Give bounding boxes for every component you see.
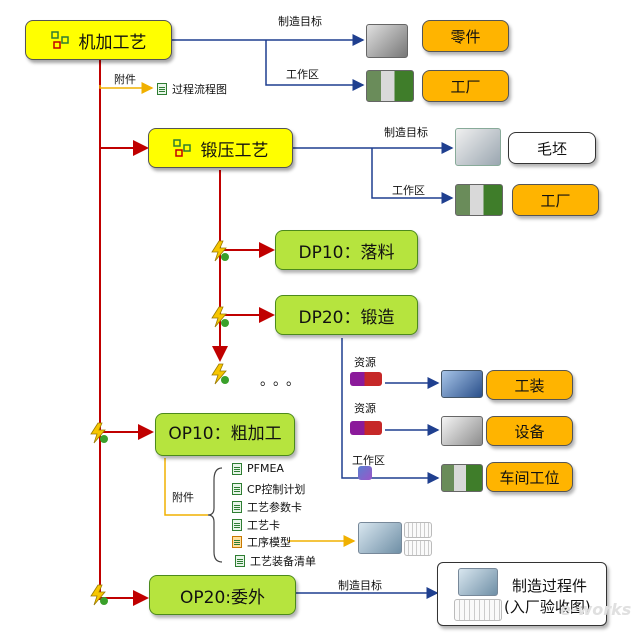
attachment-item[interactable]: 工艺参数卡 bbox=[232, 499, 302, 515]
watermark: e-works bbox=[560, 600, 632, 619]
drawing-icon bbox=[404, 522, 432, 538]
attachment-item-label: 工艺参数卡 bbox=[247, 501, 302, 514]
flowchart-label: 过程流程图 bbox=[172, 83, 227, 96]
operation-model-icon bbox=[358, 522, 402, 554]
tooling-node[interactable]: 工装 bbox=[486, 370, 573, 400]
part-label: 零件 bbox=[450, 27, 481, 46]
factory-label: 工厂 bbox=[540, 191, 571, 210]
document-icon bbox=[232, 501, 242, 513]
machining-process-node[interactable]: 机加工艺 bbox=[25, 20, 172, 60]
target-label-3: 制造目标 bbox=[338, 579, 382, 592]
lightning-icon bbox=[90, 584, 108, 606]
document-icon bbox=[232, 483, 242, 495]
machining-process-label: 机加工艺 bbox=[78, 32, 147, 53]
workarea-label-3: 工作区 bbox=[352, 454, 385, 467]
blank-node[interactable]: 毛坯 bbox=[508, 132, 596, 164]
op20-label: OP20:委外 bbox=[180, 587, 265, 608]
process-icon bbox=[172, 139, 191, 157]
resource-icon bbox=[350, 372, 382, 386]
lightning-icon bbox=[90, 422, 108, 444]
attachment-item[interactable]: 工艺装备清单 bbox=[235, 553, 316, 569]
resource-label-1: 资源 bbox=[354, 356, 376, 369]
factory-icon bbox=[455, 184, 503, 216]
document-icon bbox=[232, 462, 242, 475]
factory-icon bbox=[366, 70, 414, 102]
equipment-icon bbox=[441, 416, 483, 446]
op20-node[interactable]: OP20:委外 bbox=[149, 575, 296, 615]
lightning-icon bbox=[211, 240, 229, 262]
factory-node-1[interactable]: 工厂 bbox=[422, 70, 509, 102]
attachment-item-label: CP控制计划 bbox=[247, 483, 306, 496]
tooling-label: 工装 bbox=[514, 376, 545, 395]
workarea-label-1: 工作区 bbox=[286, 68, 319, 81]
blank-model-icon bbox=[455, 128, 501, 166]
drawing-icon bbox=[404, 540, 432, 556]
document-icon bbox=[235, 555, 245, 567]
factory-node-2[interactable]: 工厂 bbox=[512, 184, 599, 216]
workarea-icon bbox=[358, 466, 372, 480]
workarea-label-2: 工作区 bbox=[392, 184, 425, 197]
forging-process-label: 锻压工艺 bbox=[200, 140, 269, 161]
dp10-label: DP10：落料 bbox=[298, 242, 395, 263]
acceptance-drawing-label: (入厂验收图) bbox=[504, 598, 591, 616]
lightning-icon bbox=[211, 306, 229, 328]
attachment-item[interactable]: 工序模型 bbox=[232, 534, 291, 550]
mfg-process-part-node[interactable]: 制造过程件 (入厂验收图) bbox=[437, 562, 607, 626]
equipment-node[interactable]: 设备 bbox=[486, 416, 573, 446]
process-icon bbox=[50, 31, 69, 49]
attachment-item[interactable]: PFMEA bbox=[232, 462, 284, 475]
factory-label: 工厂 bbox=[450, 77, 481, 96]
attachment-item-label: 工序模型 bbox=[247, 536, 291, 549]
document-icon bbox=[232, 519, 242, 531]
target-label-1: 制造目标 bbox=[278, 15, 322, 28]
attachment-item-label: PFMEA bbox=[247, 462, 284, 475]
part-model-icon bbox=[366, 24, 408, 58]
tooling-icon bbox=[441, 370, 483, 398]
blank-label: 毛坯 bbox=[536, 139, 567, 158]
target-label-2: 制造目标 bbox=[384, 126, 428, 139]
dp20-label: DP20：锻造 bbox=[298, 307, 395, 328]
workstation-node[interactable]: 车间工位 bbox=[486, 462, 573, 492]
drawing-icon bbox=[454, 599, 502, 621]
mfg-process-part-label: 制造过程件 bbox=[512, 577, 588, 595]
ellipsis: 。。。 bbox=[260, 373, 306, 389]
workstation-label: 车间工位 bbox=[499, 468, 560, 487]
attachment-item[interactable]: 工艺卡 bbox=[232, 517, 280, 533]
part-model-icon bbox=[458, 568, 498, 596]
lightning-icon bbox=[211, 363, 229, 385]
flowchart-attachment[interactable]: 过程流程图 bbox=[157, 81, 227, 97]
attachment-item[interactable]: CP控制计划 bbox=[232, 481, 305, 497]
attachment-label-2: 附件 bbox=[172, 491, 194, 504]
model-icon bbox=[232, 536, 242, 548]
attachment-item-label: 工艺装备清单 bbox=[250, 555, 316, 568]
dp20-node[interactable]: DP20：锻造 bbox=[275, 295, 418, 335]
attachment-label-1: 附件 bbox=[114, 73, 136, 86]
dp10-node[interactable]: DP10：落料 bbox=[275, 230, 418, 270]
workstation-icon bbox=[441, 464, 483, 492]
attachment-item-label: 工艺卡 bbox=[247, 519, 280, 532]
op10-node[interactable]: OP10：粗加工 bbox=[155, 413, 295, 456]
resource-icon bbox=[350, 421, 382, 435]
forging-process-node[interactable]: 锻压工艺 bbox=[148, 128, 293, 168]
resource-label-2: 资源 bbox=[354, 402, 376, 415]
document-icon bbox=[157, 83, 167, 95]
equipment-label: 设备 bbox=[514, 422, 545, 441]
op10-label: OP10：粗加工 bbox=[168, 424, 282, 444]
part-node[interactable]: 零件 bbox=[422, 20, 509, 52]
